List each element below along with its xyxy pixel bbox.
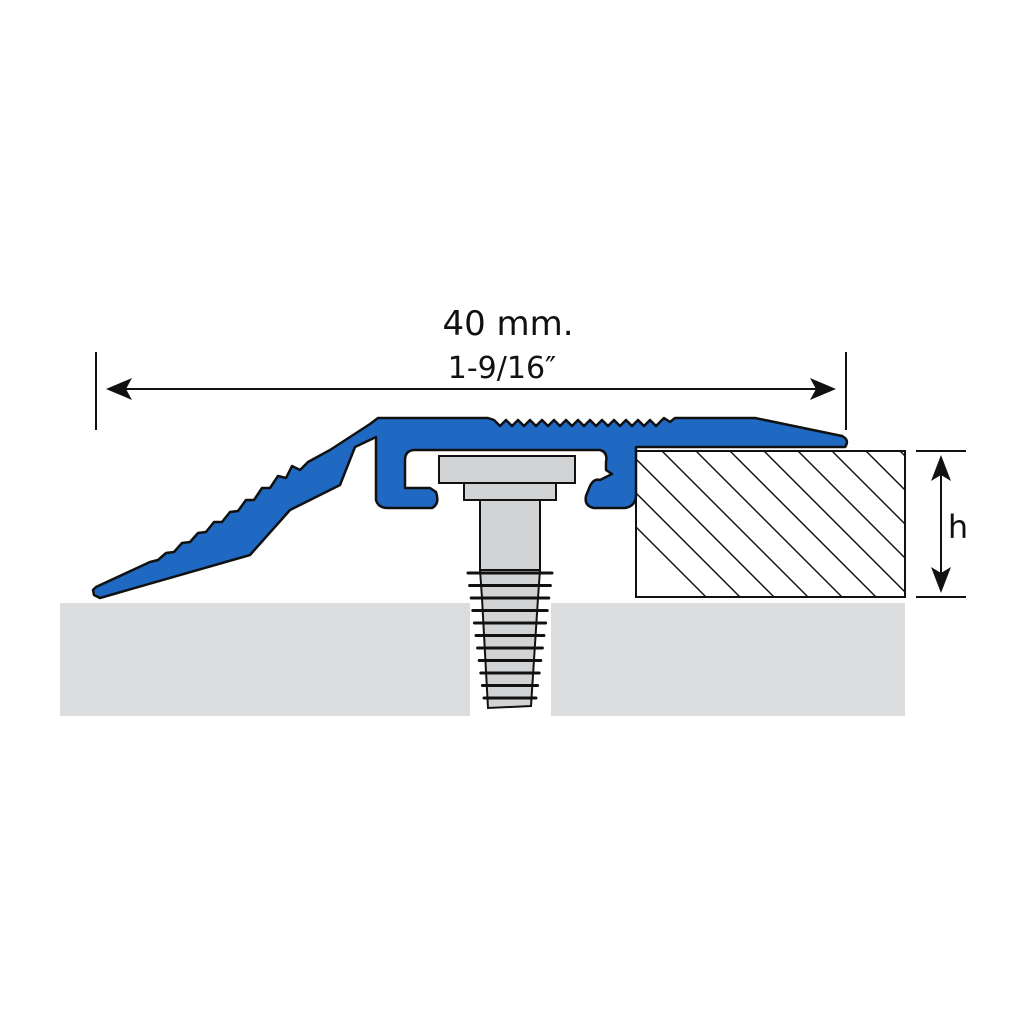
hatch-line bbox=[831, 451, 905, 525]
width-label-imperial: 1-9/16″ bbox=[448, 351, 557, 386]
anchor-screw bbox=[438, 455, 576, 710]
hatch-line bbox=[636, 458, 775, 597]
hatch-line bbox=[797, 451, 905, 559]
floor-covering-block bbox=[635, 450, 1024, 601]
hatch-line bbox=[1002, 451, 1024, 601]
hatch-line bbox=[968, 451, 1024, 601]
hatch-line bbox=[695, 451, 843, 597]
width-dimension: 40 mm. 1-9/16″ bbox=[95, 304, 847, 430]
height-arrow-bottom bbox=[931, 567, 951, 593]
hatch-line bbox=[729, 451, 877, 597]
screw-head bbox=[438, 455, 576, 484]
subfloor-left bbox=[60, 603, 470, 716]
hatch-line bbox=[661, 451, 809, 597]
screw-body bbox=[479, 499, 541, 571]
hatch-line bbox=[763, 451, 905, 593]
threshold-profile bbox=[91, 416, 849, 600]
height-arrow-top bbox=[931, 455, 951, 481]
hatch-line bbox=[636, 492, 741, 597]
hatch-line bbox=[636, 526, 707, 597]
height-dimension: h bbox=[916, 450, 968, 598]
width-arrow-left bbox=[106, 378, 132, 400]
width-arrow-right bbox=[810, 378, 836, 400]
subfloor bbox=[60, 603, 905, 716]
subfloor-right bbox=[551, 603, 905, 716]
screw-threads bbox=[466, 569, 554, 710]
width-label-metric: 40 mm. bbox=[442, 304, 573, 344]
height-label: h bbox=[948, 508, 968, 546]
hatch-line bbox=[865, 451, 905, 491]
